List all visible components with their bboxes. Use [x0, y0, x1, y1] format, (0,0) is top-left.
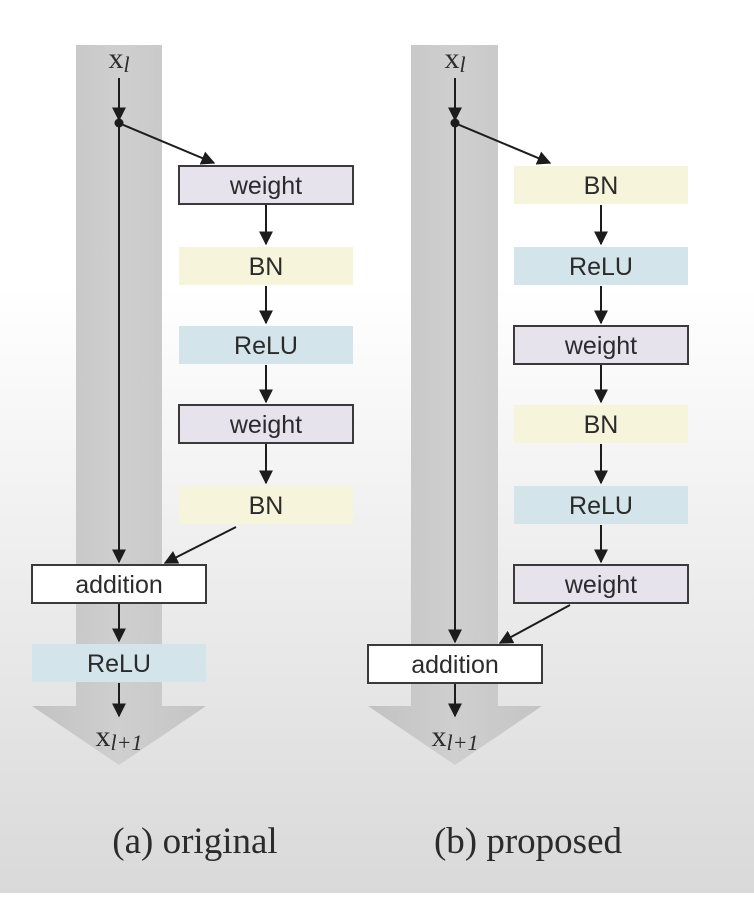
original-weight-block-2	[178, 404, 354, 444]
original-branch-dot	[114, 118, 124, 128]
proposed-relu-label-2: ReLU	[569, 492, 633, 520]
original-bn-label-2: BN	[249, 492, 284, 520]
proposed-bn-block-2	[514, 405, 688, 443]
proposed-branch-arrow	[456, 123, 552, 165]
proposed-diagram: xl BN ReLU weight BN ReLU weight additio…	[367, 42, 689, 862]
original-bn-block-1	[179, 247, 353, 285]
proposed-weight-block-2	[513, 564, 689, 604]
proposed-merge-arrow	[498, 604, 571, 644]
original-post-relu-label: ReLU	[87, 650, 151, 678]
proposed-addition-label: addition	[411, 651, 499, 679]
original-post-relu-block	[32, 644, 206, 682]
original-relu-label: ReLU	[234, 332, 298, 360]
original-addition-block	[31, 564, 207, 604]
original-weight-label-1: weight	[229, 172, 302, 200]
proposed-output-label: xl+1	[432, 720, 479, 755]
original-weight-block-1	[178, 165, 354, 205]
proposed-weight-label-2: weight	[564, 571, 637, 599]
original-input-label: xl	[108, 42, 129, 77]
proposed-relu-block-1	[514, 247, 688, 285]
original-weight-label-2: weight	[229, 411, 302, 439]
proposed-relu-block-2	[514, 486, 688, 524]
proposed-bn-label-2: BN	[584, 411, 619, 439]
proposed-bn-block-1	[514, 166, 688, 204]
proposed-weight-label-1: weight	[564, 332, 637, 360]
original-relu-block	[179, 326, 353, 364]
proposed-caption: (b) proposed	[434, 821, 623, 862]
proposed-addition-block	[367, 644, 543, 684]
original-bn-block-2	[179, 486, 353, 524]
proposed-relu-label-1: ReLU	[569, 253, 633, 281]
proposed-branch-dot	[450, 118, 460, 128]
original-addition-label: addition	[75, 571, 163, 599]
original-output-label: xl+1	[96, 720, 143, 755]
original-branch-arrow	[120, 123, 216, 165]
original-merge-arrow	[163, 526, 237, 564]
proposed-bn-label-1: BN	[584, 172, 619, 200]
original-bn-label-1: BN	[249, 253, 284, 281]
original-diagram: xl weight BN ReLU weight BN addition ReL…	[31, 42, 354, 862]
proposed-weight-block-1	[513, 325, 689, 365]
proposed-input-label: xl	[444, 42, 465, 77]
original-caption: (a) original	[112, 821, 277, 862]
